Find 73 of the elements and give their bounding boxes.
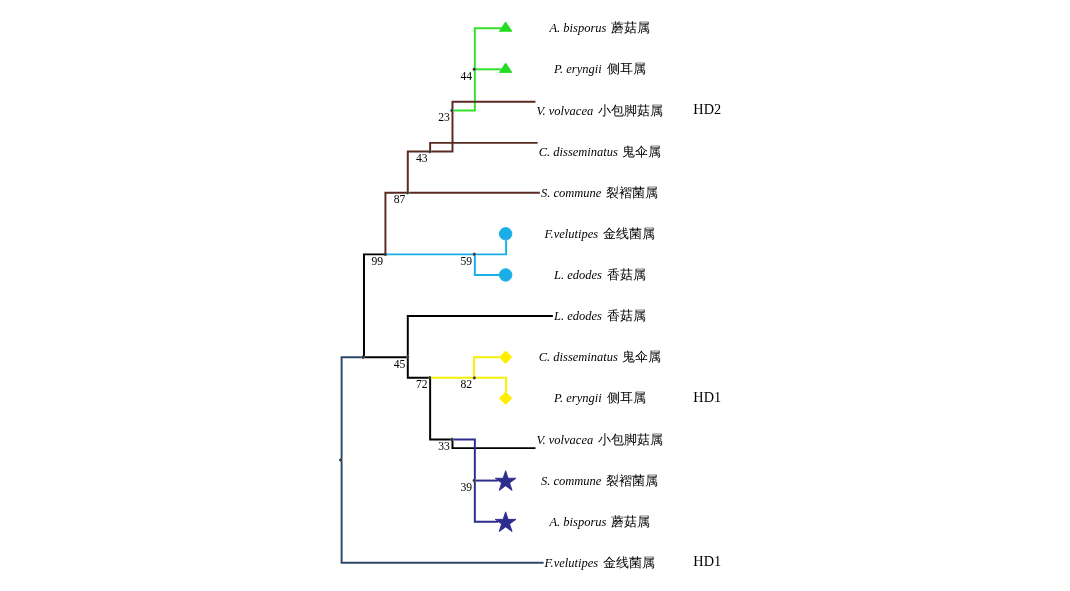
- node-circle: [383, 252, 387, 257]
- node-label: 82: [460, 378, 472, 392]
- node-label: 43: [415, 152, 428, 166]
- label: HD2: [692, 100, 721, 117]
- node-circle: [449, 108, 454, 113]
- node-text: V. volvacea 小包脚菇属: [536, 432, 663, 447]
- node-circle: [472, 67, 476, 72]
- connector: [451, 100, 536, 111]
- node-text: L. edodes 香菇属: [553, 268, 646, 283]
- connector: [473, 254, 500, 276]
- label: HD1: [692, 553, 721, 570]
- connector: [340, 460, 545, 564]
- node-label: 99: [371, 254, 383, 268]
- connector: [472, 356, 500, 378]
- connector: [451, 439, 536, 450]
- connector: [406, 150, 429, 193]
- node-circle: [498, 227, 512, 241]
- node-circle: [498, 268, 512, 282]
- node-circle: [472, 376, 476, 380]
- node-diamond: [498, 350, 512, 364]
- node-label: 72: [415, 378, 428, 392]
- node-text: S. commune 裂褶菌属: [540, 185, 658, 200]
- node-label: 87: [393, 193, 405, 207]
- node-point: [360, 355, 365, 359]
- connector: [428, 378, 452, 441]
- connector: [452, 69, 476, 112]
- node-label: 33: [437, 440, 450, 454]
- connector: [385, 253, 474, 256]
- connector: [473, 480, 499, 523]
- connector: [362, 253, 385, 358]
- node-text: S. commune 裂褶菌属: [540, 473, 658, 488]
- node-circle: [427, 149, 432, 154]
- node-diamond: [498, 391, 512, 405]
- node-text: P. eryngii 侧耳属: [553, 62, 646, 77]
- node-label: 44: [460, 69, 472, 83]
- connector: [406, 357, 429, 379]
- connector: [406, 315, 554, 357]
- node-text: F.velutipes 金线菌属: [544, 226, 655, 241]
- node-text: L. edodes 香菇属: [553, 309, 646, 324]
- node-text: F.velutipes 金线菌属: [544, 555, 655, 570]
- node-point: [338, 458, 343, 462]
- node-star: [494, 511, 516, 532]
- connector: [452, 438, 476, 481]
- node-circle: [472, 478, 476, 483]
- node-label: 45: [393, 357, 405, 371]
- node-circle: [449, 437, 454, 442]
- node-label: 23: [437, 111, 450, 125]
- connector: [429, 376, 474, 379]
- label: HD1: [692, 388, 721, 405]
- connector: [473, 27, 502, 69]
- node-circle: [427, 376, 432, 380]
- node-circle: [472, 252, 476, 257]
- node-triangle: [498, 62, 512, 73]
- connector: [407, 191, 541, 194]
- node-text: A. bisporus 蘑菇属: [548, 21, 650, 36]
- connector: [363, 356, 407, 359]
- node-triangle: [498, 21, 512, 32]
- node-text: P. eryngii 侧耳属: [553, 391, 646, 406]
- node-label: 59: [460, 254, 472, 268]
- node-text: C. disseminatus 鬼伞属: [538, 144, 661, 159]
- node-star: [494, 470, 516, 491]
- connector: [474, 479, 499, 482]
- node-text: A. bisporus 蘑菇属: [548, 514, 650, 529]
- connector: [428, 141, 539, 152]
- node-text: V. volvacea 小包脚菇属: [536, 103, 663, 118]
- node-label: 39: [460, 481, 472, 495]
- connector: [340, 356, 363, 460]
- node-text: C. disseminatus 鬼伞属: [538, 350, 661, 365]
- node-circle: [405, 190, 409, 195]
- node-circle: [405, 355, 409, 359]
- connector: [474, 68, 502, 71]
- connector: [429, 110, 453, 153]
- connector: [383, 191, 407, 255]
